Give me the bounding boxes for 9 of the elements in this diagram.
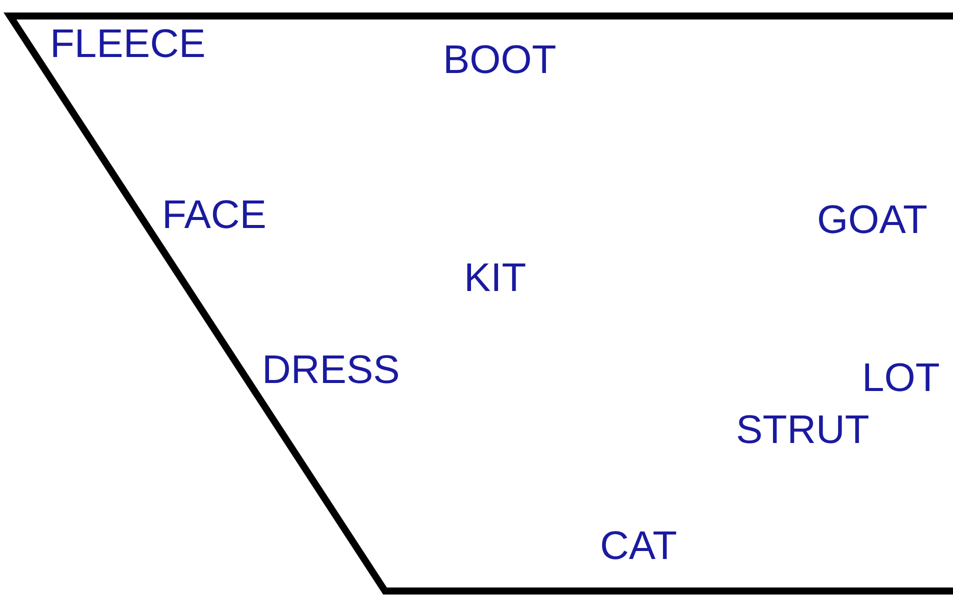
vowel-label: BOOT (443, 40, 556, 80)
vowel-label: STRUT (736, 410, 870, 450)
vowel-label: GOAT (817, 200, 928, 240)
vowel-label: LOT (862, 358, 940, 398)
vowel-label: KIT (464, 258, 526, 298)
vowel-label: FACE (162, 195, 266, 235)
vowel-label: FLEECE (50, 24, 206, 64)
vowel-label: DRESS (262, 350, 400, 390)
vowel-label: CAT (600, 526, 678, 566)
